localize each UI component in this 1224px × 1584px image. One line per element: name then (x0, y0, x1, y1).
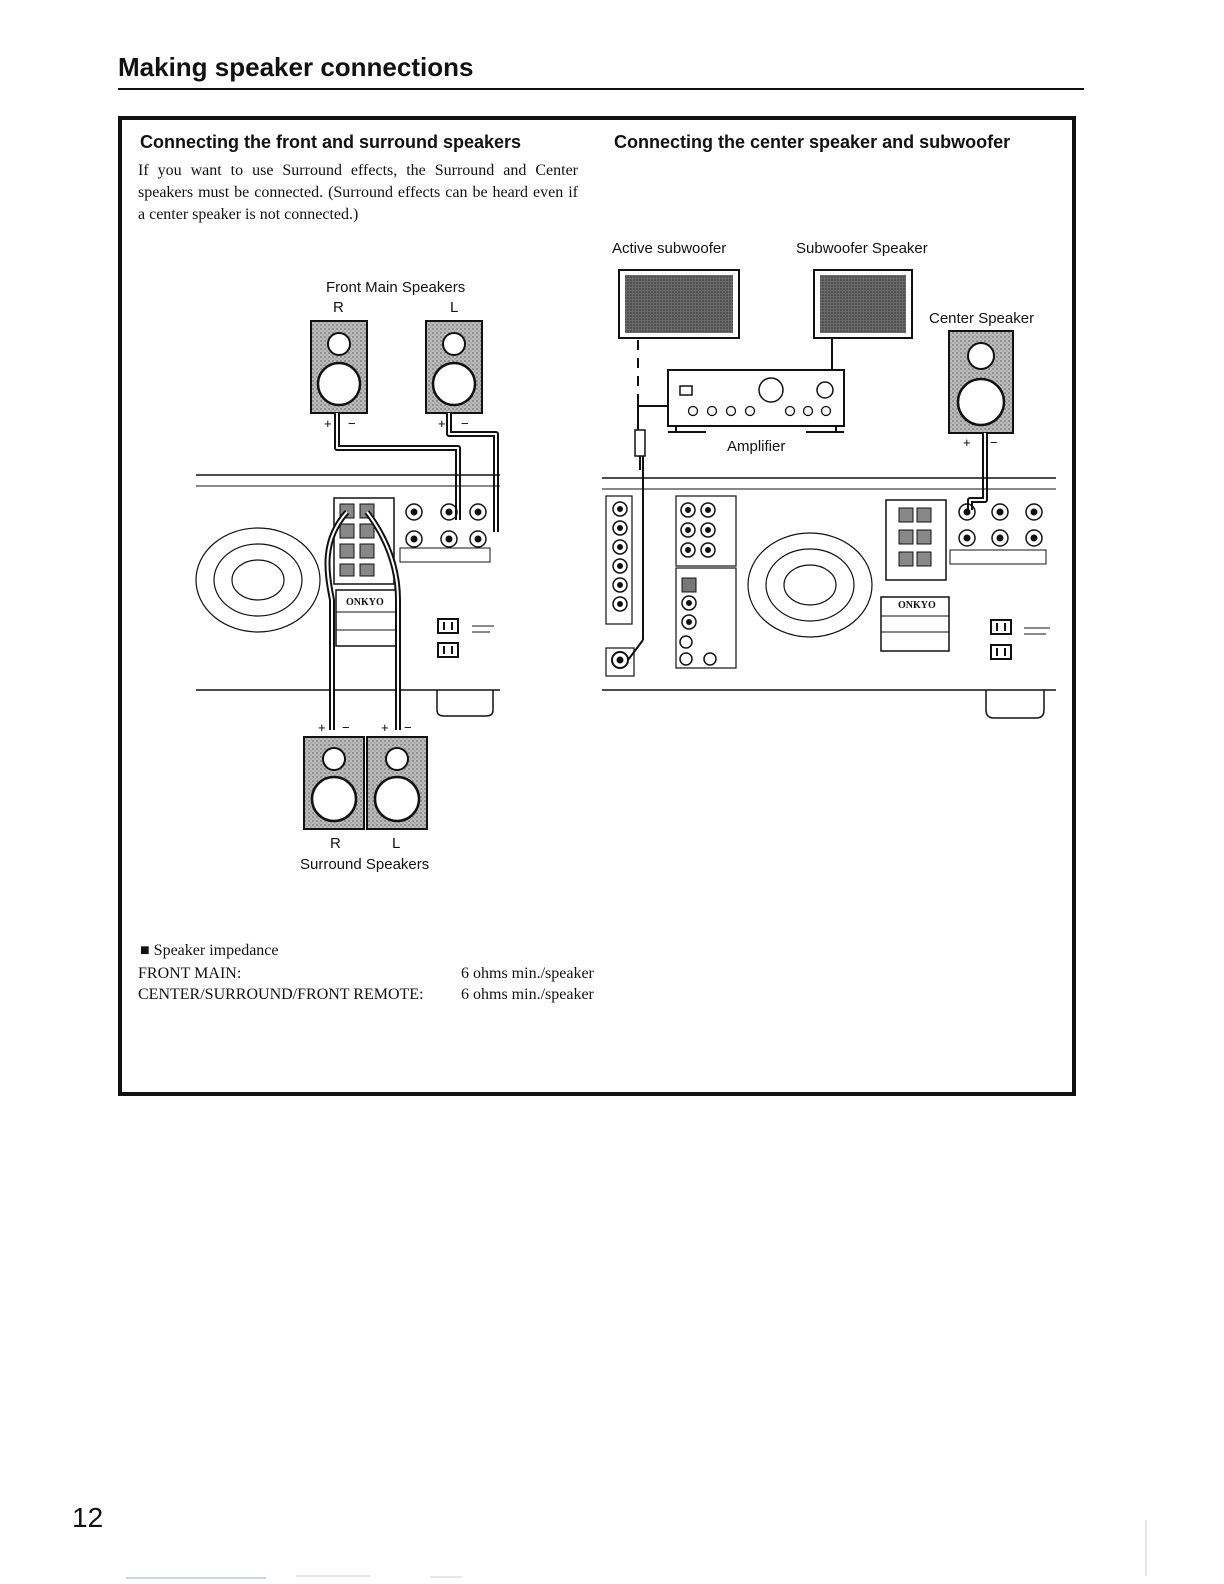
content-frame (118, 116, 1076, 1096)
svg-text:+: + (324, 416, 332, 431)
amplifier (667, 369, 845, 433)
svg-text:−: − (990, 435, 998, 450)
impedance-heading: ■ Speaker impedance (140, 942, 279, 960)
scan-artifacts (126, 1520, 1147, 1579)
subwoofer-speaker-label: Subwoofer Speaker (796, 240, 928, 257)
subwoofer-cable (627, 429, 646, 661)
center-subwoofer-heading: Connecting the center speaker and subwoo… (614, 132, 1011, 152)
active-subwoofer-label: Active subwoofer (612, 240, 727, 257)
front-r-label: R (333, 299, 344, 316)
receiver-rear-panel-right (602, 477, 1056, 719)
svg-text:+: + (438, 416, 446, 431)
surround-r-label: R (330, 835, 341, 852)
receiver-rear-panel-left (195, 474, 500, 717)
impedance-row-label: FRONT MAIN: (138, 965, 242, 982)
svg-text:−: − (348, 416, 356, 431)
center-speaker-label: Center Speaker (929, 310, 1035, 327)
impedance-row-value: 6 ohms min./speaker (461, 965, 594, 982)
active-subwoofer (618, 269, 740, 339)
svg-text:−: − (342, 720, 350, 735)
subwoofer-speaker (813, 269, 913, 339)
svg-text:−: − (404, 720, 412, 735)
center-speaker (948, 330, 1014, 434)
front-surround-heading: Connecting the front and surround speake… (140, 132, 522, 152)
front-right-speaker (310, 320, 368, 414)
brand-plate-left: ONKYO (346, 597, 384, 608)
surround-l-label: L (392, 835, 401, 852)
impedance-heading-text: Speaker impedance (153, 942, 279, 959)
page-title: Making speaker connections (118, 52, 474, 82)
center-speaker-cable (967, 433, 988, 510)
brand-plate-right: ONKYO (898, 600, 936, 611)
amplifier-label: Amplifier (727, 438, 786, 455)
svg-text:+: + (318, 720, 326, 735)
impedance-row-label: CENTER/SURROUND/FRONT REMOTE: (138, 986, 424, 1003)
bullet-square-icon: ■ (140, 942, 150, 959)
front-l-label: L (450, 299, 459, 316)
intro-paragraph: If you want to use Surround effects, the… (138, 162, 578, 223)
svg-text:+: + (963, 435, 971, 450)
surround-speakers-label: Surround Speakers (300, 856, 430, 873)
front-main-label: Front Main Speakers (326, 279, 466, 296)
title-rule (118, 88, 1084, 90)
page-number: 12 (72, 1502, 104, 1533)
surround-right-speaker (303, 736, 365, 830)
impedance-row-value: 6 ohms min./speaker (461, 986, 594, 1003)
svg-text:+: + (381, 720, 389, 735)
svg-text:−: − (461, 416, 469, 431)
surround-left-speaker (366, 736, 428, 830)
front-left-speaker (425, 320, 483, 414)
